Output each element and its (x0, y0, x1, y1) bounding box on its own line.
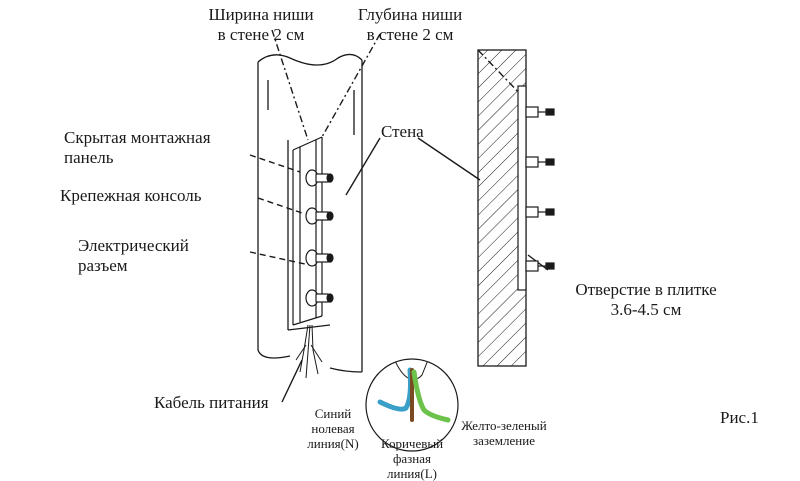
label-hidden-panel-line1: Скрытая монтажная (64, 128, 211, 147)
side-bracket-1 (525, 106, 555, 118)
label-niche-depth-line2: в стене 2 см (366, 25, 454, 44)
label-bracket: Крепежная консоль (60, 186, 202, 205)
label-connector-line1: Электрический (78, 236, 189, 255)
label-ground-wire: Желто-зеленый заземление (452, 418, 556, 448)
wall-section-front (257, 53, 363, 373)
label-niche-depth: Глубина ниши в стене 2 см (344, 5, 476, 45)
label-phase-line1: Коричевый (380, 436, 444, 451)
label-neutral-line2: нолевая (311, 421, 355, 436)
label-connector: Электрический разъем (78, 236, 189, 276)
label-tile-hole-line2: 3.6-4.5 см (610, 300, 682, 319)
bracket-2 (305, 207, 334, 225)
side-bracket-2 (525, 156, 555, 168)
wall-cross-section (477, 49, 527, 367)
power-cable (295, 324, 323, 379)
label-niche-width-line2: в стене 2 см (217, 25, 305, 44)
label-tile-hole: Отверстие в плитке 3.6-4.5 см (548, 280, 744, 320)
bracket-connectors (305, 169, 334, 307)
label-connector-line2: разъем (78, 256, 128, 275)
label-niche-width-line1: Ширина ниши (208, 5, 314, 24)
label-neutral-wire: Синий нолевая линия(N) (302, 406, 364, 451)
label-ground-line1: Желто-зеленый (461, 418, 547, 433)
bracket-3 (305, 249, 334, 267)
label-hidden-panel: Скрытая монтажная панель (64, 128, 211, 168)
label-hidden-panel-line2: панель (64, 148, 114, 167)
figure-caption: Рис.1 (720, 408, 759, 427)
label-power-cable: Кабель питания (154, 393, 269, 412)
label-tile-hole-line1: Отверстие в плитке (575, 280, 717, 299)
side-bracket-3 (525, 206, 555, 218)
label-ground-line2: заземление (473, 433, 535, 448)
hidden-mounting-panel (292, 136, 323, 326)
label-neutral-line3: линия(N) (307, 436, 359, 451)
label-wall: Стена (381, 122, 424, 141)
label-phase-line2: фазная (392, 451, 432, 466)
label-niche-depth-line1: Глубина ниши (357, 5, 463, 24)
label-phase-wire: Коричевый фазная линия(L) (374, 436, 450, 481)
side-bracket-4 (525, 260, 555, 272)
side-brackets (525, 106, 555, 272)
label-niche-width: Ширина ниши в стене 2 см (196, 5, 326, 45)
label-phase-line3: линия(L) (387, 466, 437, 481)
label-neutral-line1: Синий (314, 406, 352, 421)
bracket-4 (305, 289, 334, 307)
bracket-1 (305, 169, 334, 187)
